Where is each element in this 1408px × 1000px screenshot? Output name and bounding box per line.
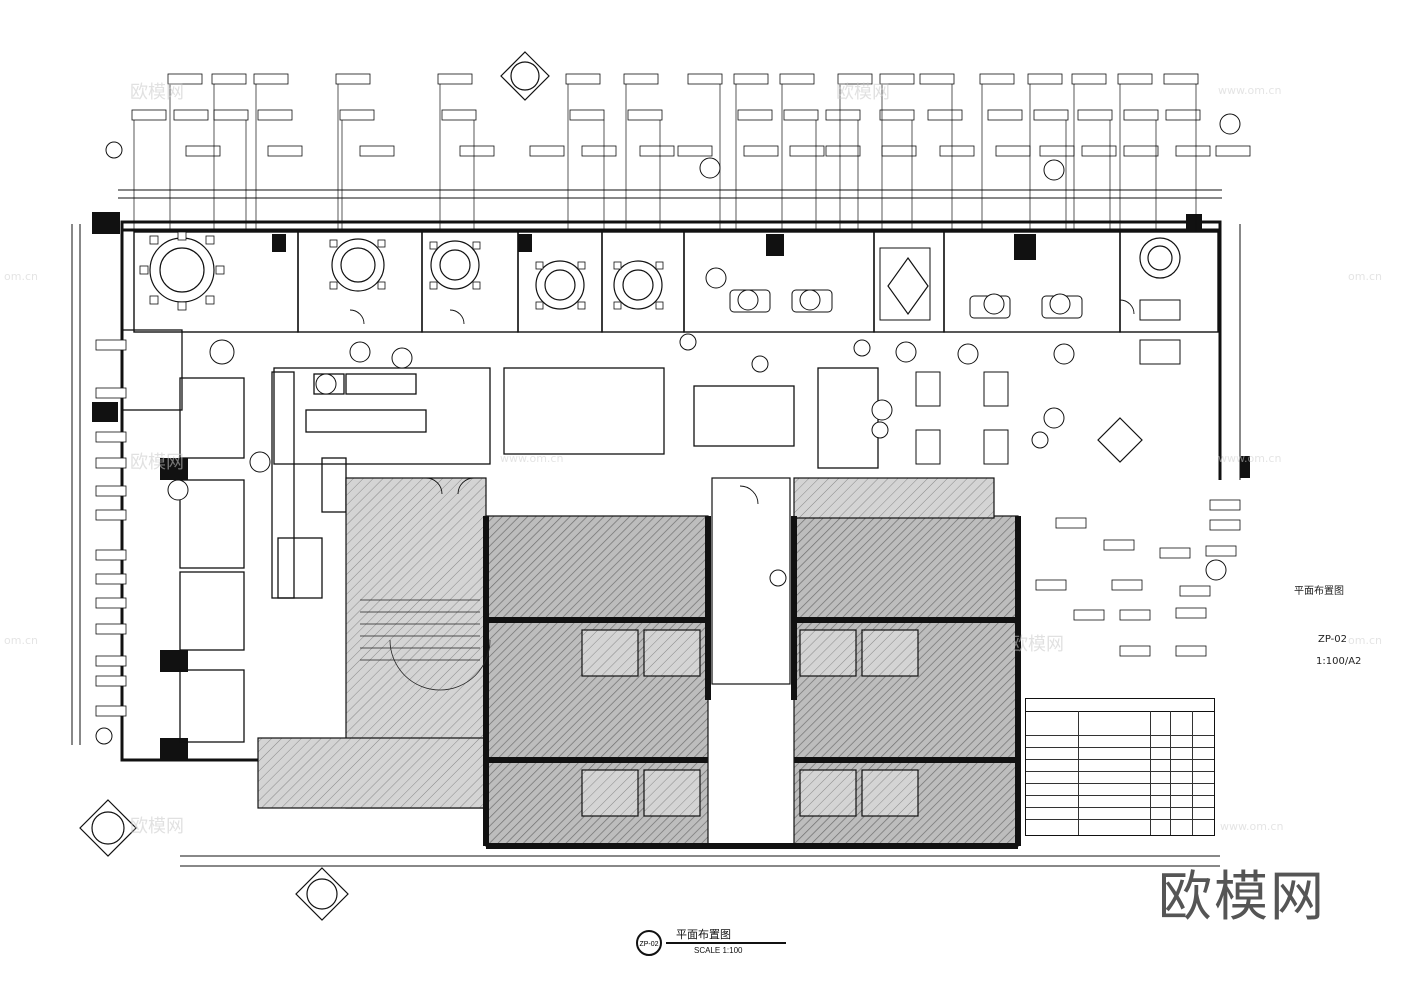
stairs xyxy=(360,599,491,691)
top-dimension-line xyxy=(118,189,1222,199)
legend-col-divider xyxy=(1150,711,1151,835)
bottom-dimension-line xyxy=(180,855,1220,867)
legend-col-divider xyxy=(1192,711,1193,835)
legend-row xyxy=(1026,807,1214,808)
legend-row xyxy=(1026,735,1214,736)
index-circles xyxy=(95,113,1241,745)
elevator-shafts xyxy=(581,629,919,817)
legend-title-row xyxy=(1026,699,1214,712)
drawing-symbol: ZP-02 xyxy=(636,930,662,956)
side-title: 平面布置图 xyxy=(1294,586,1344,597)
drawing-scale: SCALE 1:100 xyxy=(694,946,743,955)
side-scale: 1:100/A2 xyxy=(1316,656,1362,667)
round-tables xyxy=(149,237,1181,310)
left-callout-tags xyxy=(95,339,127,717)
legend-col-divider xyxy=(1170,711,1171,835)
structural-columns xyxy=(92,212,1250,760)
title-underline xyxy=(666,942,786,944)
left-private-rooms xyxy=(121,329,245,743)
legend-row xyxy=(1026,747,1214,748)
legend-row xyxy=(1026,819,1214,820)
callout-leaders xyxy=(133,84,1197,232)
lounge-seating xyxy=(737,289,1071,449)
diamond-markers xyxy=(79,51,1143,921)
legend-row xyxy=(1026,783,1214,784)
top-callout-tags xyxy=(131,73,1251,157)
chairs xyxy=(139,231,664,311)
seating-legend-table xyxy=(1025,698,1215,836)
side-drawing-code: ZP-02 xyxy=(1318,634,1347,645)
legend-row xyxy=(1026,771,1214,772)
drawing-title: 平面布置图 xyxy=(676,928,731,941)
left-dimension-line xyxy=(71,224,81,745)
building-core-hatched xyxy=(257,477,1019,847)
legend-col-divider xyxy=(1078,711,1079,835)
core-walls xyxy=(483,516,1021,849)
door-swings xyxy=(349,299,1135,505)
legend-row xyxy=(1026,759,1214,760)
brand-watermark: 欧模网 xyxy=(1158,865,1326,928)
private-rooms-top xyxy=(133,231,1219,333)
right-callout-tags xyxy=(1035,499,1241,657)
legend-row xyxy=(1026,795,1214,796)
